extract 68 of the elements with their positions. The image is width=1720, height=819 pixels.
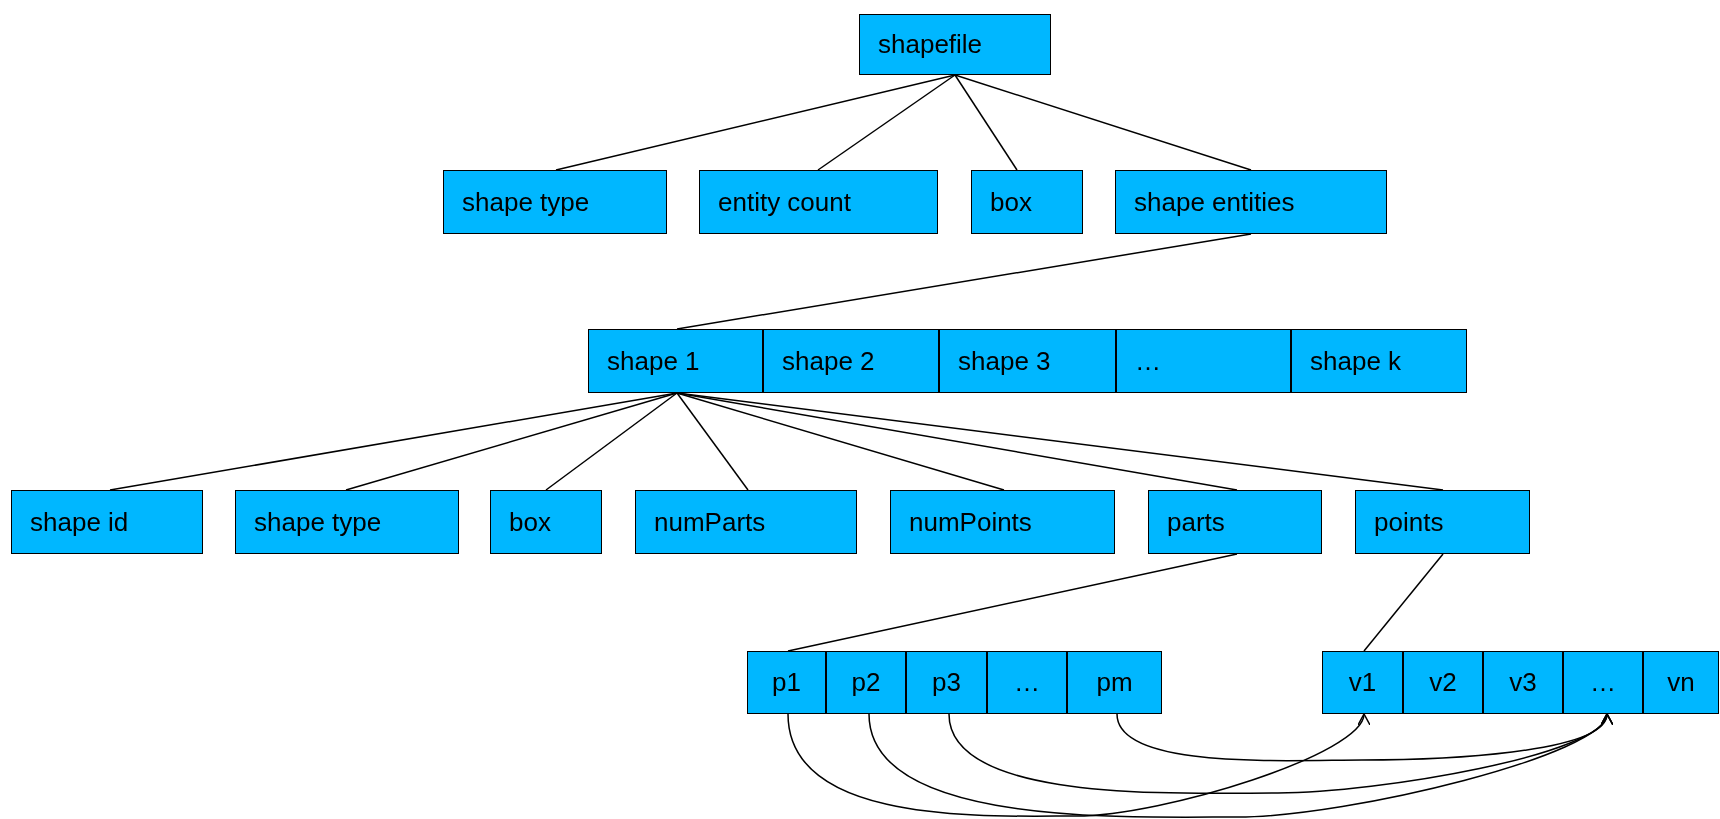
connector-line	[787, 553, 1238, 652]
connector-line	[676, 392, 1005, 491]
field-box	[1643, 651, 1719, 714]
field-box	[1563, 651, 1643, 714]
field-box	[11, 490, 203, 554]
field-box	[235, 490, 459, 554]
field-box	[906, 651, 987, 714]
field-name: shape type	[254, 506, 382, 538]
field-box	[1403, 651, 1483, 714]
connector-line	[1363, 553, 1444, 652]
field-name: shape id	[30, 506, 129, 538]
field-box	[1322, 651, 1403, 714]
field-name: p3	[932, 667, 961, 698]
connector-line	[954, 74, 1252, 171]
field-name: shape entities	[1134, 186, 1295, 218]
field-name: …	[1590, 667, 1616, 698]
field-box	[1116, 329, 1291, 393]
field-box	[971, 170, 1083, 234]
field-name: …	[1014, 667, 1040, 698]
field-name: v2	[1429, 667, 1457, 698]
connector-line	[954, 74, 1018, 171]
connector-line	[817, 74, 956, 171]
field-name: shape 1	[607, 345, 700, 377]
connector-line	[676, 392, 749, 491]
curved-arrow	[1116, 713, 1610, 762]
field-name: shapefile	[878, 29, 983, 60]
field-box	[1291, 329, 1467, 393]
field-name: v3	[1509, 667, 1537, 698]
connector-line	[345, 392, 678, 491]
field-name: numParts	[654, 506, 766, 538]
connector-line	[545, 392, 678, 491]
field-name: points	[1374, 506, 1444, 538]
field-box	[987, 651, 1067, 714]
field-box	[588, 329, 763, 393]
field-box	[699, 170, 938, 234]
field-box	[747, 651, 826, 714]
connector-line	[676, 392, 1444, 491]
field-name: vn	[1667, 667, 1695, 698]
field-name: …	[1135, 345, 1161, 377]
field-box	[890, 490, 1115, 554]
field-name: numPoints	[909, 506, 1032, 538]
field-box	[1355, 490, 1530, 554]
field-box	[635, 490, 857, 554]
field-name: parts	[1167, 506, 1225, 538]
field-name: shape k	[1310, 345, 1402, 377]
field-box	[490, 490, 602, 554]
field-name: box	[990, 186, 1032, 218]
field-name: v1	[1348, 667, 1377, 698]
curved-arrow	[787, 713, 1367, 817]
field-name: entity count	[718, 186, 851, 218]
field-box	[1483, 651, 1563, 714]
field-name: pm	[1096, 667, 1133, 698]
field-name: shape type	[462, 186, 590, 218]
connector-line	[555, 74, 956, 171]
field-name: shape 3	[958, 345, 1051, 377]
field-name: p1	[772, 667, 801, 698]
field-box	[443, 170, 667, 234]
field-box	[826, 651, 906, 714]
field-name: p2	[851, 667, 881, 698]
field-box	[859, 14, 1051, 75]
field-box	[1148, 490, 1322, 554]
connector-line	[676, 233, 1252, 330]
field-box	[939, 329, 1116, 393]
field-name: box	[509, 506, 551, 538]
field-name: shape 2	[782, 345, 875, 377]
field-box	[763, 329, 939, 393]
field-box	[1115, 170, 1387, 234]
field-box	[1067, 651, 1162, 714]
